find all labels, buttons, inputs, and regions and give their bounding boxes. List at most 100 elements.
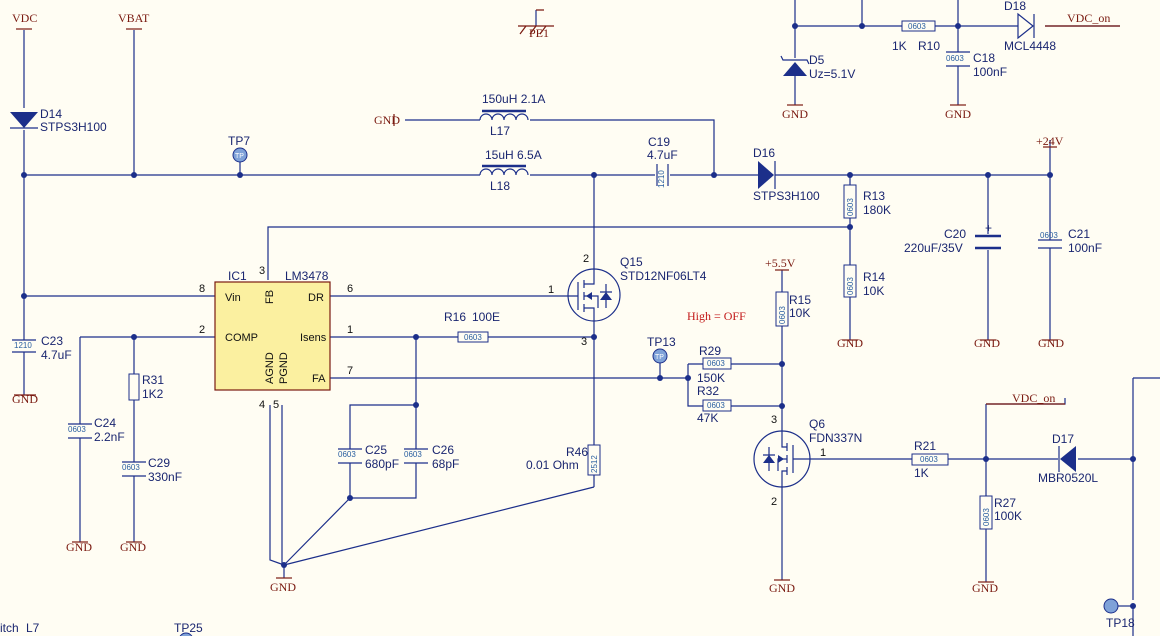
- svg-text:0603: 0603: [707, 401, 725, 410]
- svg-text:0603: 0603: [846, 198, 855, 216]
- testpoint-tp7: TP TP7: [228, 134, 250, 175]
- svg-text:2512: 2512: [590, 455, 599, 473]
- svg-text:1: 1: [820, 447, 826, 459]
- svg-text:TP7: TP7: [228, 134, 250, 148]
- svg-text:0603: 0603: [122, 463, 140, 472]
- label-fragment-l7: L7: [26, 621, 40, 635]
- svg-text:MCL4448: MCL4448: [1004, 39, 1056, 53]
- vdc-on-port-2: VDC_on: [1012, 391, 1055, 405]
- ic1-pin-fa: FA: [312, 373, 326, 385]
- svg-text:Uz=5.1V: Uz=5.1V: [809, 67, 855, 81]
- svg-text:C25: C25: [365, 443, 387, 457]
- svg-text:R46: R46: [566, 445, 588, 459]
- svg-text:2: 2: [583, 253, 589, 265]
- l17-ref: L17: [490, 124, 510, 138]
- svg-text:GND: GND: [945, 107, 971, 121]
- testpoint-tp25: TP25: [174, 621, 203, 636]
- svg-text:Q15: Q15: [620, 255, 643, 269]
- svg-text:C21: C21: [1068, 227, 1090, 241]
- svg-text:R27: R27: [994, 496, 1016, 510]
- svg-text:0603: 0603: [946, 54, 964, 63]
- junctions: [21, 23, 1136, 609]
- svg-text:0603: 0603: [846, 277, 855, 295]
- svg-text:R16: R16: [444, 310, 466, 324]
- svg-text:1K: 1K: [914, 466, 929, 480]
- capacitor-c23: 1210 C23 4.7uF: [12, 334, 72, 362]
- svg-text:GND: GND: [374, 113, 400, 127]
- label-fragment-itch: itch: [0, 621, 19, 635]
- vdc-on-port-1: VDC_on: [1067, 11, 1110, 25]
- ic1-ref: IC1: [228, 269, 247, 283]
- resistor-r21: 0603 R21 1K: [911, 439, 949, 480]
- svg-text:330nF: 330nF: [148, 470, 182, 484]
- plus5v5-port: +5.5V: [765, 256, 796, 270]
- ic1-lm3478: IC1 LM3478 Vin COMP DR Isens FA FB AGND …: [199, 265, 353, 411]
- high-off-note: High = OFF: [687, 309, 746, 323]
- ic1-pinnum-7: 7: [347, 365, 353, 377]
- svg-text:3: 3: [581, 336, 587, 348]
- diode-d14: D14 STPS3H100: [10, 107, 107, 134]
- resistor-r29: 0603 R29 150K: [697, 344, 732, 385]
- svg-text:C26: C26: [432, 443, 454, 457]
- svg-text:1K2: 1K2: [142, 387, 164, 401]
- diode-d17: D17 MBR0520L: [1038, 432, 1098, 485]
- zener-d5: D5 Uz=5.1V: [780, 53, 855, 81]
- svg-text:C18: C18: [973, 51, 995, 65]
- inductor-l18: 15uH 6.5A L18: [479, 148, 542, 193]
- ic1-pin-comp: COMP: [225, 332, 258, 344]
- svg-text:220uF/35V: 220uF/35V: [904, 241, 963, 255]
- svg-text:R29: R29: [699, 344, 721, 358]
- vdc-port: VDC: [12, 11, 37, 25]
- ic1-pinnum-1: 1: [347, 324, 353, 336]
- l17-value: 150uH 2.1A: [482, 92, 545, 106]
- svg-text:10K: 10K: [863, 284, 884, 298]
- svg-text:0603: 0603: [707, 359, 725, 368]
- svg-text:TP: TP: [235, 153, 244, 160]
- mosfet-q15: Q15 STD12NF06LT4 1 2 3: [548, 253, 707, 348]
- resistor-r15: 0603 R15 10K: [775, 291, 811, 327]
- svg-text:R13: R13: [863, 189, 885, 203]
- resistor-r27: 0603 R27 100K: [979, 495, 1022, 530]
- svg-text:GND: GND: [12, 392, 38, 406]
- svg-text:STD12NF06LT4: STD12NF06LT4: [620, 269, 707, 283]
- svg-text:68pF: 68pF: [432, 457, 459, 471]
- capacitor-c20: + C20 220uF/35V: [904, 221, 1001, 255]
- ic1-pinnum-3: 3: [259, 265, 265, 277]
- resistor-r14: 0603 R14 10K: [843, 264, 885, 298]
- resistor-r10: 0603 1K R10: [892, 20, 940, 53]
- svg-text:R14: R14: [863, 270, 885, 284]
- svg-text:R15: R15: [789, 293, 811, 307]
- plus24v-port: +24V: [1036, 134, 1064, 148]
- svg-text:10K: 10K: [789, 306, 810, 320]
- ic1-pin-pgnd: PGND: [278, 352, 290, 384]
- svg-text:0603: 0603: [464, 333, 482, 342]
- svg-text:0603: 0603: [68, 425, 86, 434]
- capacitor-c29: 0603 C29 330nF: [122, 456, 182, 484]
- svg-text:MBR0520L: MBR0520L: [1038, 471, 1098, 485]
- power-ports: VDC VBAT +24V +5.5V VDC_on VDC_on PE1: [12, 9, 1120, 405]
- svg-text:100nF: 100nF: [1068, 241, 1102, 255]
- ic1-pinnum-2: 2: [199, 324, 205, 336]
- capacitor-c21: 0603 C21 100nF: [1038, 227, 1102, 255]
- svg-text:2: 2: [771, 496, 777, 508]
- svg-text:R32: R32: [697, 384, 719, 398]
- svg-text:0603: 0603: [982, 508, 991, 526]
- gnd-symbols: GND GND GND GND GND GND GND GND GND GND …: [12, 104, 1064, 595]
- svg-text:FDN337N: FDN337N: [809, 431, 862, 445]
- svg-text:0603: 0603: [338, 450, 356, 459]
- ic1-pin-isens: Isens: [300, 332, 327, 344]
- svg-text:GND: GND: [972, 581, 998, 595]
- svg-text:GND: GND: [270, 580, 296, 594]
- svg-text:100E: 100E: [472, 310, 500, 324]
- svg-text:0603: 0603: [1040, 231, 1058, 240]
- svg-text:R10: R10: [918, 39, 940, 53]
- capacitor-c18: 0603 C18 100nF: [946, 51, 1007, 79]
- wires: [23, 0, 1160, 636]
- svg-text:D5: D5: [809, 53, 825, 67]
- svg-text:0.01 Ohm: 0.01 Ohm: [526, 458, 579, 472]
- svg-text:1210: 1210: [14, 341, 32, 350]
- svg-text:4.7uF: 4.7uF: [41, 348, 72, 362]
- svg-text:STPS3H100: STPS3H100: [40, 120, 107, 134]
- svg-text:D14: D14: [40, 107, 62, 121]
- svg-text:GND: GND: [782, 107, 808, 121]
